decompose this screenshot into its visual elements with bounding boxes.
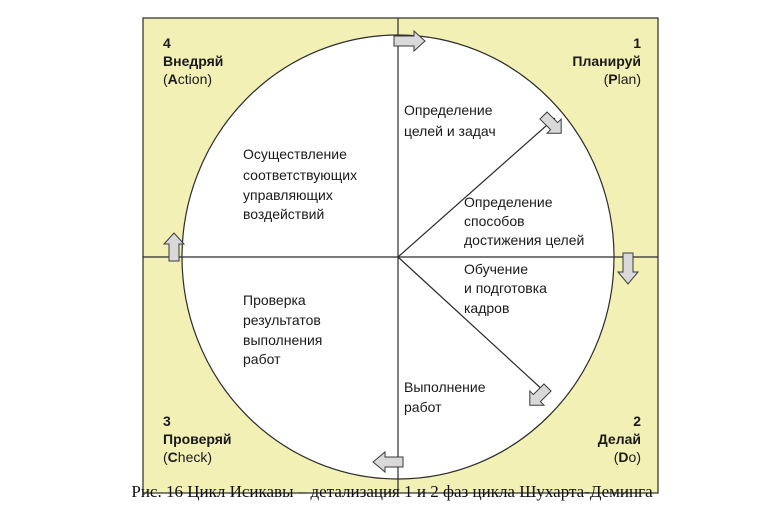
svg-text:(Action): (Action) (163, 71, 212, 87)
svg-text:выполнения: выполнения (243, 332, 322, 348)
svg-text:3: 3 (163, 413, 171, 429)
svg-text:соответствующих: соответствующих (243, 167, 357, 183)
svg-text:Проверяй: Проверяй (163, 431, 232, 447)
svg-text:достижения целей: достижения целей (464, 232, 584, 248)
arrow-right-top (393, 29, 426, 53)
svg-text:работ: работ (404, 399, 442, 415)
svg-text:Проверка: Проверка (243, 292, 306, 308)
segment-training: Обучение и подготовка кадров (464, 261, 547, 316)
arrow-left-bottom (372, 450, 404, 474)
figure-caption: Рис. 16 Цикл Исикавы – детализация 1 и 2… (131, 482, 653, 501)
svg-text:и подготовка: и подготовка (464, 280, 547, 296)
svg-text:Внедряй: Внедряй (163, 53, 223, 69)
quadrant-label-plan: 1 Планируй (Plan) (572, 35, 641, 87)
svg-text:управляющих: управляющих (243, 187, 333, 203)
svg-text:Выполнение: Выполнение (404, 379, 486, 395)
arrow-diagonal-upper (539, 111, 562, 134)
svg-text:(Plan): (Plan) (604, 71, 641, 87)
arrow-up-left (162, 232, 186, 262)
svg-text:Обучение: Обучение (464, 261, 528, 277)
quadrant-label-check: 3 Проверяй (Check) (163, 413, 232, 465)
svg-text:Определение: Определение (464, 194, 553, 210)
quadrant-label-do: 2 Делай (Do) (598, 413, 641, 465)
divider-lower-right (397, 256, 546, 393)
quadrant-label-act: 4 Внедряй (Action) (163, 35, 223, 87)
svg-text:Планируй: Планируй (572, 53, 641, 69)
svg-text:2: 2 (633, 413, 641, 429)
svg-text:(Do): (Do) (614, 449, 641, 465)
svg-text:работ: работ (243, 351, 281, 367)
segment-verify: Проверка результатов выполнения работ (243, 292, 322, 367)
svg-text:(Check): (Check) (163, 449, 212, 465)
svg-text:воздействий: воздействий (243, 206, 324, 222)
svg-text:4: 4 (163, 35, 171, 51)
svg-text:целей и задач: целей и задач (404, 123, 496, 139)
arrow-diagonal-lower (529, 383, 552, 406)
svg-text:Определение: Определение (404, 102, 493, 118)
divider-upper-right (397, 117, 556, 258)
segment-methods: Определение способов достижения целей (464, 194, 584, 248)
svg-text:способов: способов (464, 213, 525, 229)
segment-goals: Определение целей и задач (404, 102, 496, 139)
svg-text:Делай: Делай (598, 431, 641, 447)
segment-implement: Осуществление соответствующих управляющи… (243, 146, 357, 222)
svg-text:результатов: результатов (243, 312, 321, 328)
svg-text:1: 1 (633, 35, 641, 51)
segment-execution: Выполнение работ (404, 379, 486, 415)
svg-text:кадров: кадров (464, 300, 509, 316)
arrow-down-right (616, 252, 640, 285)
svg-text:Осуществление: Осуществление (243, 146, 347, 162)
